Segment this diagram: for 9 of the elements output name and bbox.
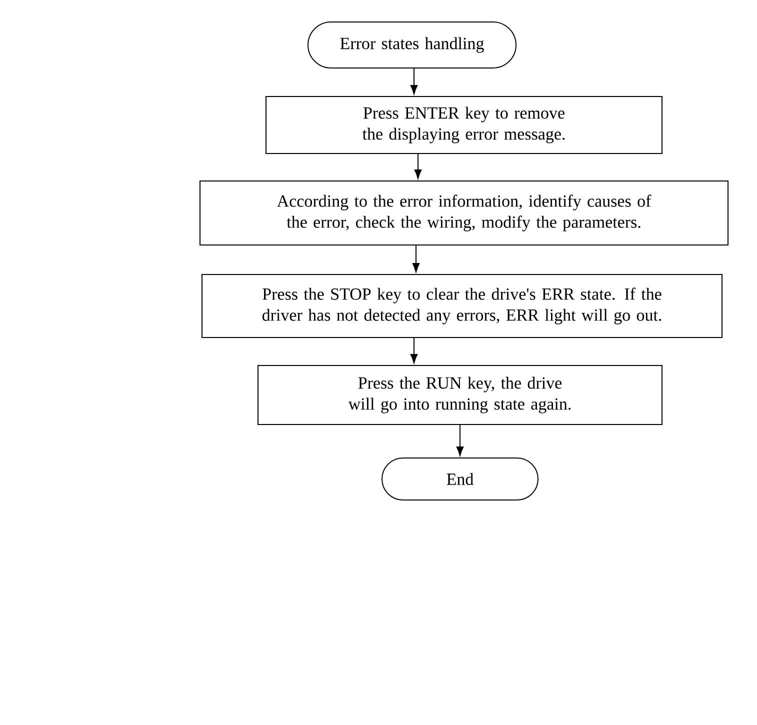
process-box: Press the RUN key, the drive will go into running state again. bbox=[258, 365, 662, 425]
process-box: Press the STOP key to clear the drive's ERR state. If the driver has not detected any errors, ERR light will go out. bbox=[202, 274, 722, 338]
arrow bbox=[456, 424, 464, 456]
arrow bbox=[410, 68, 418, 94]
arrow bbox=[414, 154, 422, 179]
process-box: According to the error information, identify causes of the error, check the wiring, modify the parameters. bbox=[200, 180, 728, 246]
process-box: Press ENTER key to remove the displaying error message. bbox=[266, 96, 662, 154]
arrow bbox=[410, 338, 418, 364]
arrow bbox=[412, 245, 420, 272]
